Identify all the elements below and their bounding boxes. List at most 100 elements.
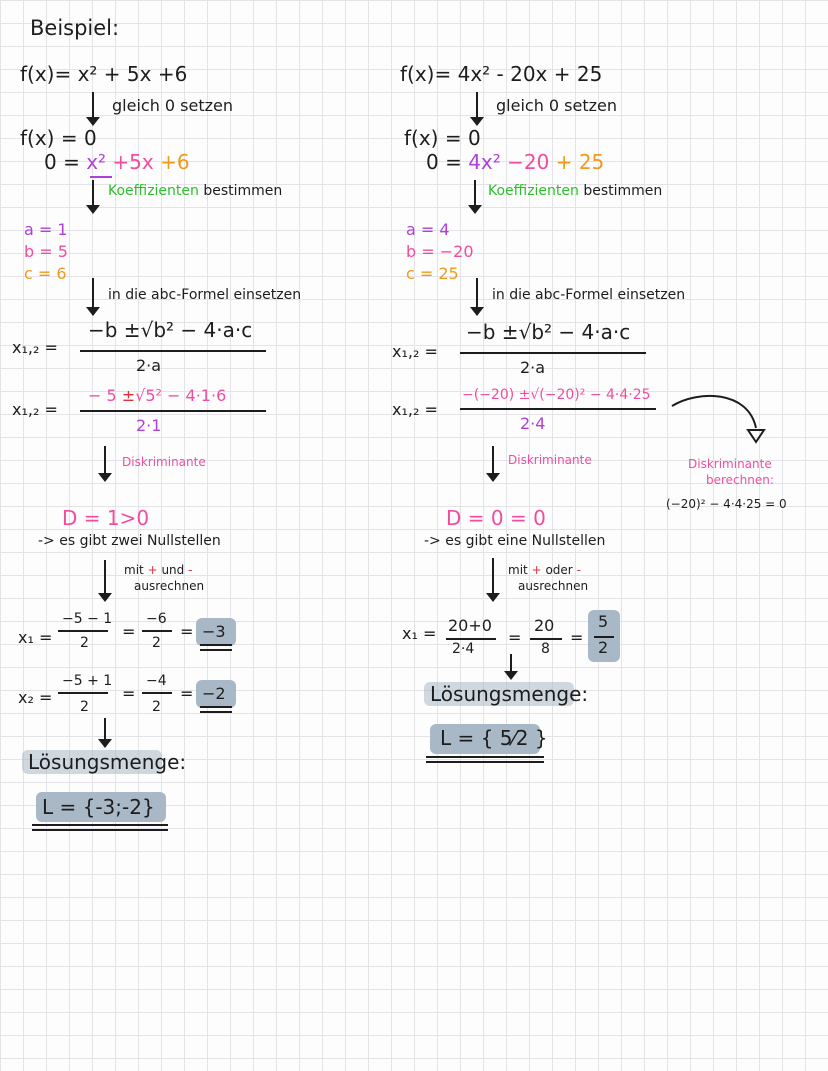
fraction-line — [446, 638, 496, 640]
down-arrow-icon — [86, 278, 100, 316]
fraction-line — [142, 692, 172, 694]
double-underline — [426, 761, 544, 763]
left-discriminant: D = 1>0 — [62, 506, 150, 530]
right-coeff-a: a = 4 — [406, 220, 450, 239]
left-calc-note-2: ausrechnen — [134, 579, 205, 593]
fraction-line — [460, 352, 646, 354]
equals: = — [570, 628, 584, 647]
down-arrow-icon — [98, 560, 112, 602]
left-coeff-a: a = 1 — [24, 220, 68, 239]
right-formula-numerator: −b ±√b² − 4·a·c — [466, 320, 631, 344]
left-x12-label: x₁,₂ = — [12, 338, 58, 357]
down-arrow-icon — [86, 92, 100, 126]
down-arrow-icon — [504, 654, 518, 680]
down-arrow-icon — [486, 558, 500, 602]
left-subst-numerator: − 5 ±√5² − 4·1·6 — [88, 386, 227, 405]
right-side-note-2: berechnen: — [706, 473, 774, 487]
right-x1-num: 20+0 — [448, 616, 492, 635]
right-x1-res-den: 2 — [598, 638, 609, 657]
right-x1-label: x₁ = — [402, 624, 437, 643]
double-underline — [426, 756, 544, 758]
left-formula-denominator: 2·a — [136, 356, 162, 375]
right-step-zero: gleich 0 setzen — [496, 96, 618, 115]
left-solution: L = {-3;-2} — [42, 795, 155, 819]
left-x1-den: 2 — [80, 635, 89, 651]
left-x1-result: −3 — [202, 622, 226, 641]
right-calc-note: mit + oder - — [508, 563, 581, 577]
down-arrow-icon — [98, 446, 112, 482]
fraction-line — [80, 350, 266, 352]
result-highlight — [196, 618, 236, 646]
fraction-line — [80, 410, 266, 412]
left-subst-denominator: 2·1 — [136, 416, 162, 435]
double-underline — [200, 644, 232, 646]
left-fx-zero: f(x) = 0 — [20, 126, 97, 150]
left-coeff-c: c = 6 — [24, 264, 67, 283]
left-step-disc: Diskriminante — [122, 455, 206, 469]
left-step-coeff: Koeffizienten bestimmen — [108, 183, 283, 199]
left-solution-title: Lösungsmenge: — [28, 750, 187, 774]
curved-arrow-icon — [671, 394, 766, 444]
right-equation: 0 = 4x² −20 + 25 — [426, 150, 605, 174]
left-x2-den: 2 — [80, 699, 89, 715]
right-coeff-b: b = −20 — [406, 242, 474, 261]
left-equation: 0 = x² +5x +6 — [44, 150, 190, 174]
left-x2-label: x₂ = — [18, 688, 53, 707]
left-x1-num2: −6 — [146, 611, 167, 627]
right-formula-denominator: 2·a — [520, 358, 546, 377]
left-x2-result: −2 — [202, 684, 226, 703]
double-underline — [200, 711, 232, 713]
right-x1-res-num: 5 — [598, 612, 609, 631]
fraction-line — [460, 408, 656, 410]
right-function: f(x)= 4x² - 20x + 25 — [400, 62, 603, 86]
double-underline — [200, 649, 232, 651]
right-solution: L = { 5⁄2 } — [440, 726, 548, 750]
left-x1-label: x₁ = — [18, 628, 53, 647]
double-underline — [200, 706, 232, 708]
down-arrow-icon — [470, 278, 484, 316]
right-solution-title: Lösungsmenge: — [430, 682, 589, 706]
fraction-line — [142, 630, 172, 632]
right-fx-zero: f(x) = 0 — [404, 126, 481, 150]
left-x2-num: −5 + 1 — [62, 673, 113, 689]
title-highlight — [424, 682, 574, 706]
equals: = — [122, 684, 136, 703]
equals: = — [508, 628, 522, 647]
left-x1-num: −5 − 1 — [62, 611, 113, 627]
right-subst-numerator: −(−20) ±√(−20)² − 4·4·25 — [462, 387, 651, 403]
solution-highlight — [430, 724, 540, 754]
left-calc-note: mit + und - — [124, 563, 193, 577]
left-zeros-text: -> es gibt zwei Nullstellen — [38, 533, 221, 549]
left-coeff-b: b = 5 — [24, 242, 68, 261]
down-arrow-icon — [86, 180, 100, 214]
down-arrow-icon — [98, 718, 112, 748]
right-discriminant: D = 0 = 0 — [446, 506, 546, 530]
down-arrow-icon — [468, 180, 482, 214]
x2-underline — [90, 176, 112, 178]
title-highlight — [22, 750, 162, 774]
right-step-formula: in die abc-Formel einsetzen — [492, 287, 686, 303]
fraction-line — [58, 692, 108, 694]
equals: = — [122, 622, 136, 641]
right-x1-num2: 20 — [534, 616, 555, 635]
left-formula-numerator: −b ±√b² − 4·a·c — [88, 318, 253, 342]
double-underline — [32, 829, 168, 831]
equals: = — [180, 622, 194, 641]
left-x2-num2: −4 — [146, 673, 167, 689]
right-step-disc: Diskriminante — [508, 453, 592, 467]
down-arrow-icon — [486, 446, 500, 482]
fraction-line — [58, 630, 108, 632]
page-title: Beispiel: — [30, 16, 120, 40]
right-subst-denominator: 2·4 — [520, 414, 546, 433]
right-zeros-text: -> es gibt eine Nullstellen — [424, 533, 606, 549]
result-highlight — [196, 680, 236, 708]
right-coeff-c: c = 25 — [406, 264, 459, 283]
right-x12-label-2: x₁,₂ = — [392, 400, 438, 419]
left-x1-den2: 2 — [152, 635, 161, 651]
left-function: f(x)= x² + 5x +6 — [20, 62, 188, 86]
right-side-calc: (−20)² − 4·4·25 = 0 — [666, 497, 787, 511]
fraction-line — [594, 636, 614, 638]
left-x2-den2: 2 — [152, 699, 161, 715]
right-x1-den2: 8 — [541, 641, 550, 657]
right-calc-note-2: ausrechnen — [518, 579, 589, 593]
